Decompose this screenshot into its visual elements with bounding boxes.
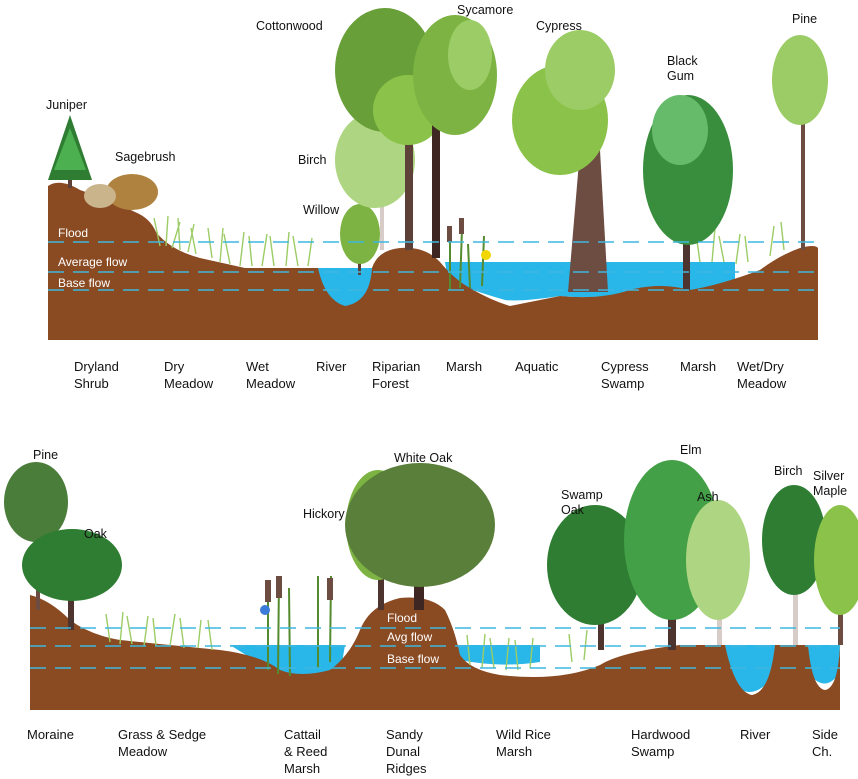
- zone-hardwood-swamp: Hardwood Swamp: [631, 727, 691, 759]
- label-pine: Pine: [792, 12, 818, 26]
- label-base-flow-bottom: Base flow: [387, 652, 440, 666]
- top-diagram-art: [48, 8, 828, 340]
- zone-dryland-shrub: Dryland Shrub: [74, 359, 119, 391]
- zone-wet-dry-meadow: Wet/Dry Meadow: [737, 359, 787, 391]
- zone-river-bottom: River: [740, 727, 771, 742]
- grass-clumps: [153, 215, 785, 267]
- bottom-soil: [30, 595, 840, 710]
- label-pine-bottom: Pine: [33, 448, 59, 462]
- zone-cypress-swamp: Cypress Swamp: [601, 359, 649, 391]
- label-sycamore: Sycamore: [457, 3, 514, 17]
- zone-side-channel: Side Ch.: [812, 727, 839, 759]
- zone-moraine: Moraine: [27, 727, 74, 742]
- label-flood: Flood: [58, 226, 89, 240]
- label-birch: Birch: [298, 153, 327, 167]
- label-elm: Elm: [680, 443, 702, 457]
- label-white-oak: White Oak: [394, 451, 453, 465]
- zone-dry-meadow: Dry Meadow: [164, 359, 214, 391]
- label-avg-flow: Avg flow: [387, 630, 433, 644]
- marsh-plants: [447, 218, 491, 290]
- zone-grass-sedge-meadow: Grass & Sedge Meadow: [118, 727, 207, 759]
- zone-riparian-forest: Riparian Forest: [372, 359, 421, 391]
- marsh-water-left: [230, 645, 345, 677]
- side-channel-water: [808, 645, 840, 684]
- label-cypress: Cypress: [536, 19, 582, 33]
- zone-marsh-2: Marsh: [680, 359, 717, 374]
- label-silver-maple: Silver Maple: [813, 469, 848, 498]
- label-ash: Ash: [697, 490, 719, 504]
- silver-maple-tree: [814, 505, 858, 645]
- bottom-diagram-art: [4, 460, 858, 710]
- bottom-flow-lines: [30, 627, 840, 669]
- zone-cattail-reed-marsh: Cattail & Reed Marsh: [284, 727, 328, 776]
- label-sagebrush: Sagebrush: [115, 150, 176, 164]
- birch-tree-bottom: [762, 485, 826, 645]
- cattail-reeds: [260, 575, 333, 677]
- ash-tree: [686, 500, 750, 645]
- cypress-tree: [512, 30, 615, 292]
- white-oak-tree: [345, 463, 495, 610]
- sagebrush: [84, 174, 158, 210]
- label-hickory: Hickory: [303, 507, 345, 521]
- top-flow-lines: [48, 241, 818, 291]
- zone-aquatic: Aquatic: [515, 359, 559, 374]
- label-swamp-oak: Swamp Oak: [561, 488, 603, 517]
- zone-sandy-dunal-ridges: Sandy Dunal Ridges: [386, 727, 427, 776]
- top-soil: [48, 182, 818, 340]
- oak-tree: [22, 529, 122, 630]
- black-gum-tree: [643, 95, 733, 290]
- label-birch-bottom: Birch: [774, 464, 803, 478]
- zone-wet-meadow: Wet Meadow: [246, 359, 296, 391]
- top-cross-section: Juniper Sagebrush Cottonwood Sycamore Cy…: [46, 3, 828, 391]
- bottom-cross-section: Pine Oak White Oak Hickory Elm Swamp Oak…: [0, 430, 858, 779]
- label-average-flow: Average flow: [58, 255, 128, 269]
- willow-tree: [340, 204, 380, 275]
- zone-river: River: [316, 359, 347, 374]
- label-juniper: Juniper: [46, 98, 87, 112]
- sycamore-tree: [413, 15, 497, 258]
- label-willow: Willow: [303, 203, 340, 217]
- swamp-oak-tree: [547, 505, 643, 650]
- label-flood-bottom: Flood: [387, 611, 418, 625]
- label-oak: Oak: [84, 527, 107, 541]
- zone-wild-rice-marsh: Wild Rice Marsh: [496, 727, 551, 759]
- juniper-tree: [48, 115, 92, 188]
- pine-tree: [772, 35, 828, 250]
- wild-rice-water: [455, 645, 540, 665]
- label-cottonwood: Cottonwood: [256, 19, 323, 33]
- label-black-gum: Black Gum: [667, 54, 698, 83]
- meadow-grass: [105, 611, 588, 671]
- label-base-flow: Base flow: [58, 276, 111, 290]
- zone-marsh: Marsh: [446, 359, 483, 374]
- river-water-bottom: [725, 645, 775, 693]
